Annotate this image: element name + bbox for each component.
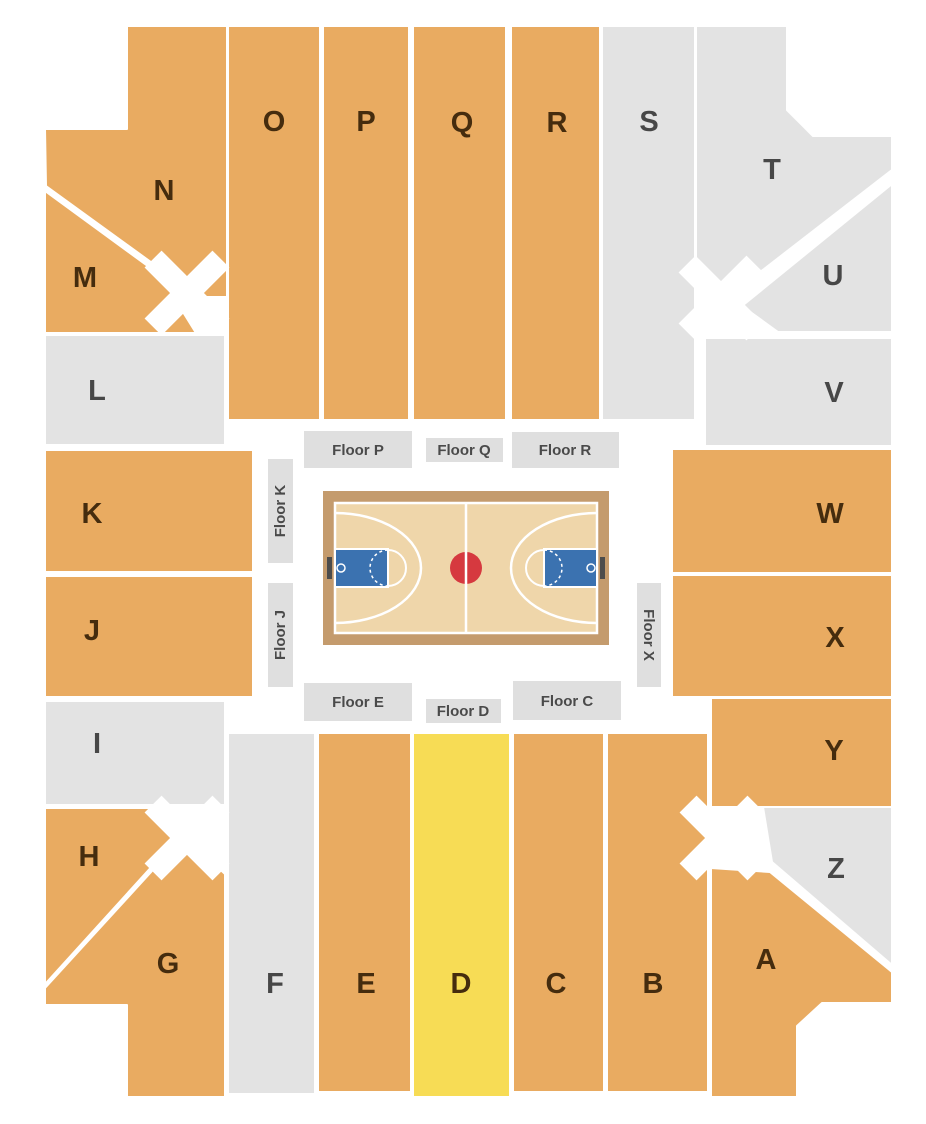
floor-section-e-label: Floor E bbox=[332, 694, 384, 711]
three-point-arc-right bbox=[509, 511, 598, 625]
key-right bbox=[543, 548, 598, 588]
section-r-label: R bbox=[547, 107, 568, 139]
free-throw-circle-right bbox=[525, 549, 545, 587]
backboard-left bbox=[327, 557, 332, 579]
section-i-label: I bbox=[93, 728, 101, 760]
section-w-label: W bbox=[816, 498, 844, 530]
floor-section-c[interactable] bbox=[513, 681, 621, 720]
section-l-label: L bbox=[88, 375, 106, 407]
floor-section-e[interactable] bbox=[304, 683, 412, 721]
section-w[interactable] bbox=[671, 448, 893, 574]
key-left bbox=[334, 548, 389, 588]
floor-section-d[interactable] bbox=[426, 699, 501, 723]
section-v[interactable] bbox=[704, 337, 893, 447]
section-s[interactable] bbox=[601, 25, 696, 421]
floor-section-q-label: Floor Q bbox=[437, 442, 491, 459]
free-throw-circle-left-dashed bbox=[369, 549, 389, 587]
floor-section-k[interactable] bbox=[268, 459, 293, 563]
section-y-label: Y bbox=[824, 735, 843, 767]
section-q-label: Q bbox=[451, 107, 474, 139]
section-o[interactable] bbox=[227, 25, 321, 421]
section-j[interactable] bbox=[44, 575, 254, 698]
section-k-label: K bbox=[82, 498, 103, 530]
floor-section-j-label: Floor J bbox=[272, 610, 289, 660]
section-j-label: J bbox=[84, 615, 100, 647]
hoop-left bbox=[336, 563, 346, 573]
section-u[interactable] bbox=[741, 183, 893, 333]
section-z-label: Z bbox=[827, 853, 845, 885]
section-y[interactable] bbox=[710, 697, 893, 808]
hoop-right bbox=[586, 563, 596, 573]
floor-section-r[interactable] bbox=[512, 432, 619, 468]
section-x-label: X bbox=[825, 622, 845, 654]
floor-section-x-label: Floor X bbox=[640, 609, 657, 661]
vomitory-notch-top-right bbox=[678, 255, 764, 341]
vomitory-notch-bottom-right bbox=[679, 795, 765, 881]
notch-bar bbox=[144, 795, 230, 881]
section-m-label: M bbox=[73, 262, 97, 294]
floor-section-r-label: Floor R bbox=[539, 442, 592, 459]
floor-section-x[interactable] bbox=[637, 583, 661, 687]
floor-section-j[interactable] bbox=[268, 583, 293, 687]
section-c[interactable] bbox=[512, 732, 605, 1093]
section-b-label: B bbox=[643, 968, 664, 1000]
section-h-label: H bbox=[79, 841, 100, 873]
section-u-label: U bbox=[823, 260, 844, 292]
section-f[interactable] bbox=[227, 732, 316, 1095]
section-f-label: F bbox=[266, 968, 284, 1000]
floor-section-d-label: Floor D bbox=[437, 703, 490, 720]
section-k[interactable] bbox=[44, 449, 254, 573]
backboard-right bbox=[600, 557, 605, 579]
floor-section-p[interactable] bbox=[304, 431, 412, 468]
vomitory-notch-bottom-left bbox=[144, 795, 230, 881]
section-o-label: O bbox=[263, 106, 286, 138]
free-throw-circle-right-dashed bbox=[543, 549, 563, 587]
section-d[interactable] bbox=[412, 732, 511, 1098]
notch-bar bbox=[679, 795, 765, 881]
section-a-label: A bbox=[756, 944, 777, 976]
section-r[interactable] bbox=[510, 25, 601, 421]
floor-section-p-label: Floor P bbox=[332, 442, 384, 459]
section-g-label: G bbox=[157, 948, 180, 980]
section-l[interactable] bbox=[44, 334, 226, 446]
notch-bar bbox=[678, 255, 764, 341]
floor-section-k-label: Floor K bbox=[272, 485, 289, 538]
vomitory-notch-top-left bbox=[144, 250, 230, 336]
section-c-label: C bbox=[546, 968, 567, 1000]
section-d-label: D bbox=[451, 968, 472, 1000]
section-a[interactable] bbox=[710, 867, 893, 1098]
section-n-label: N bbox=[154, 175, 175, 207]
section-v-label: V bbox=[824, 377, 844, 409]
section-s-label: S bbox=[639, 106, 658, 138]
floor-section-q[interactable] bbox=[426, 438, 503, 462]
free-throw-circle-left bbox=[387, 549, 407, 587]
three-point-arc-left bbox=[334, 511, 423, 625]
section-t-label: T bbox=[763, 154, 781, 186]
floor-section-c-label: Floor C bbox=[541, 693, 594, 710]
section-x[interactable] bbox=[671, 574, 893, 698]
notch-bar bbox=[144, 250, 230, 336]
section-b[interactable] bbox=[606, 732, 709, 1093]
section-e-label: E bbox=[356, 968, 375, 1000]
basketball-court bbox=[323, 491, 609, 645]
section-e[interactable] bbox=[317, 732, 412, 1093]
section-i[interactable] bbox=[44, 700, 226, 806]
section-q[interactable] bbox=[412, 25, 507, 421]
section-p-label: P bbox=[356, 106, 375, 138]
section-p[interactable] bbox=[322, 25, 410, 421]
section-m[interactable] bbox=[44, 190, 197, 334]
